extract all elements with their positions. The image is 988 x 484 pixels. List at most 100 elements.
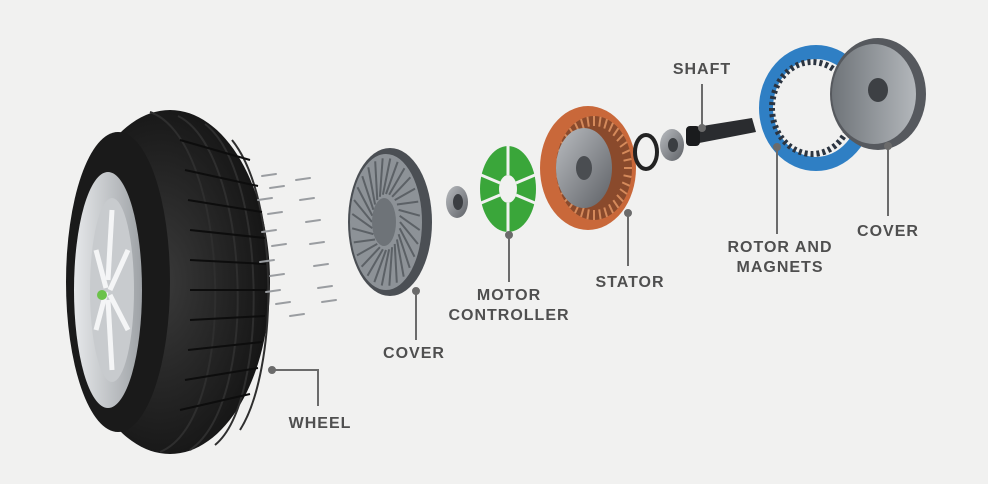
label-cover-left-text: COVER — [383, 345, 445, 362]
stator-tooth — [623, 174, 632, 179]
bolt — [295, 177, 311, 181]
leader-rotor-dot — [773, 143, 781, 151]
bolt — [267, 211, 283, 215]
stator-tooth — [616, 133, 624, 142]
cover-fin — [353, 199, 373, 223]
bolt — [269, 185, 285, 189]
right-cover-center — [868, 78, 888, 102]
label-wheel-text: WHEEL — [288, 415, 352, 432]
bolt — [271, 243, 287, 247]
stator-tooth — [619, 141, 628, 148]
bolt — [265, 289, 281, 293]
stator-tooth — [619, 188, 628, 195]
stator-tooth — [623, 157, 632, 162]
cover-fin — [399, 214, 421, 231]
left-cover — [348, 148, 432, 296]
cover-fin — [385, 161, 399, 195]
cover-fin — [353, 238, 376, 244]
stator-tooth — [612, 199, 620, 209]
label-shaft: SHAFT — [662, 60, 742, 80]
shaft-body — [690, 118, 756, 144]
stator-tooth — [621, 181, 631, 187]
label-rotor-line2: MAGNETS — [736, 259, 824, 276]
left-cover-fins — [351, 158, 421, 286]
cover-fin — [388, 247, 394, 286]
stator-tooth — [608, 203, 614, 214]
cover-fin — [356, 186, 374, 217]
stator-tooth — [603, 207, 608, 218]
label-stator: STATOR — [588, 273, 672, 293]
wheel-hub-accent — [97, 290, 107, 300]
label-shaft-text: SHAFT — [672, 61, 732, 78]
cover-fin — [393, 243, 398, 283]
stator-tooth — [608, 122, 614, 133]
controller-segment-gaps — [480, 146, 536, 232]
bolt — [269, 273, 285, 277]
shaft-collar — [686, 126, 700, 146]
stator-tooth — [598, 116, 602, 127]
leader-controller-dot — [505, 231, 513, 239]
stator-tooth — [603, 118, 608, 129]
cover-fin — [378, 158, 384, 197]
right-cover — [830, 38, 926, 150]
stator-tooth — [580, 118, 585, 129]
label-rotor-and-magnets: ROTOR AND MAGNETS — [710, 238, 850, 278]
cover-fin — [391, 176, 412, 198]
leader-wheel-dot — [268, 366, 276, 374]
cover-fin — [366, 248, 384, 277]
label-cover-left: COVER — [374, 344, 454, 364]
stator-tooth — [586, 209, 590, 220]
cover-fin — [373, 249, 387, 283]
cover-fin — [360, 246, 381, 268]
label-stator-text: STATOR — [595, 274, 665, 291]
bolts — [257, 173, 337, 317]
stator — [540, 106, 636, 230]
cover-fin — [380, 249, 391, 286]
controller-hole — [499, 175, 517, 203]
cover-fin — [388, 167, 406, 196]
label-cover-right-text: COVER — [857, 223, 919, 240]
bolt — [257, 197, 273, 201]
bearing — [446, 186, 468, 218]
label-controller-line1: MOTOR — [476, 287, 542, 304]
leader-cover-left-dot — [412, 287, 420, 295]
spacer-ring-dark — [633, 133, 659, 171]
bolt — [299, 197, 315, 201]
cover-fin — [361, 175, 375, 211]
bolt — [289, 313, 305, 317]
cover-fin — [395, 239, 405, 277]
bolt — [309, 241, 325, 245]
label-controller-line2: CONTROLLER — [448, 307, 570, 324]
spacer-rings — [633, 129, 684, 171]
bolt — [313, 263, 329, 267]
label-rotor-line1: ROTOR AND — [727, 239, 833, 256]
label-wheel: WHEEL — [280, 414, 360, 434]
cover-fin — [396, 200, 419, 206]
stator-tooth — [598, 209, 602, 220]
cover-fin — [394, 187, 416, 201]
stator-center — [576, 156, 592, 180]
tread-blocks — [179, 139, 267, 411]
cover-fin — [374, 161, 379, 201]
bolt — [259, 259, 275, 263]
leader-shaft-dot — [698, 124, 706, 132]
bolt — [317, 285, 333, 289]
leader-wheel — [272, 369, 319, 406]
leader-lines — [268, 84, 892, 406]
cover-fin — [381, 158, 392, 195]
cover-fin — [367, 167, 377, 205]
bolt — [261, 173, 277, 177]
bolt — [275, 301, 291, 305]
stator-tooth — [621, 149, 631, 155]
stator-tooth — [616, 194, 624, 203]
label-cover-right: COVER — [848, 222, 928, 242]
cover-fin — [398, 208, 421, 217]
stator-tooth — [580, 207, 585, 218]
wheel — [66, 110, 270, 454]
stator-tooth — [586, 116, 590, 127]
spacer-ring-metal-hole — [668, 138, 678, 152]
stator-tooth — [612, 127, 620, 137]
label-motor-controller: MOTOR CONTROLLER — [434, 286, 584, 326]
